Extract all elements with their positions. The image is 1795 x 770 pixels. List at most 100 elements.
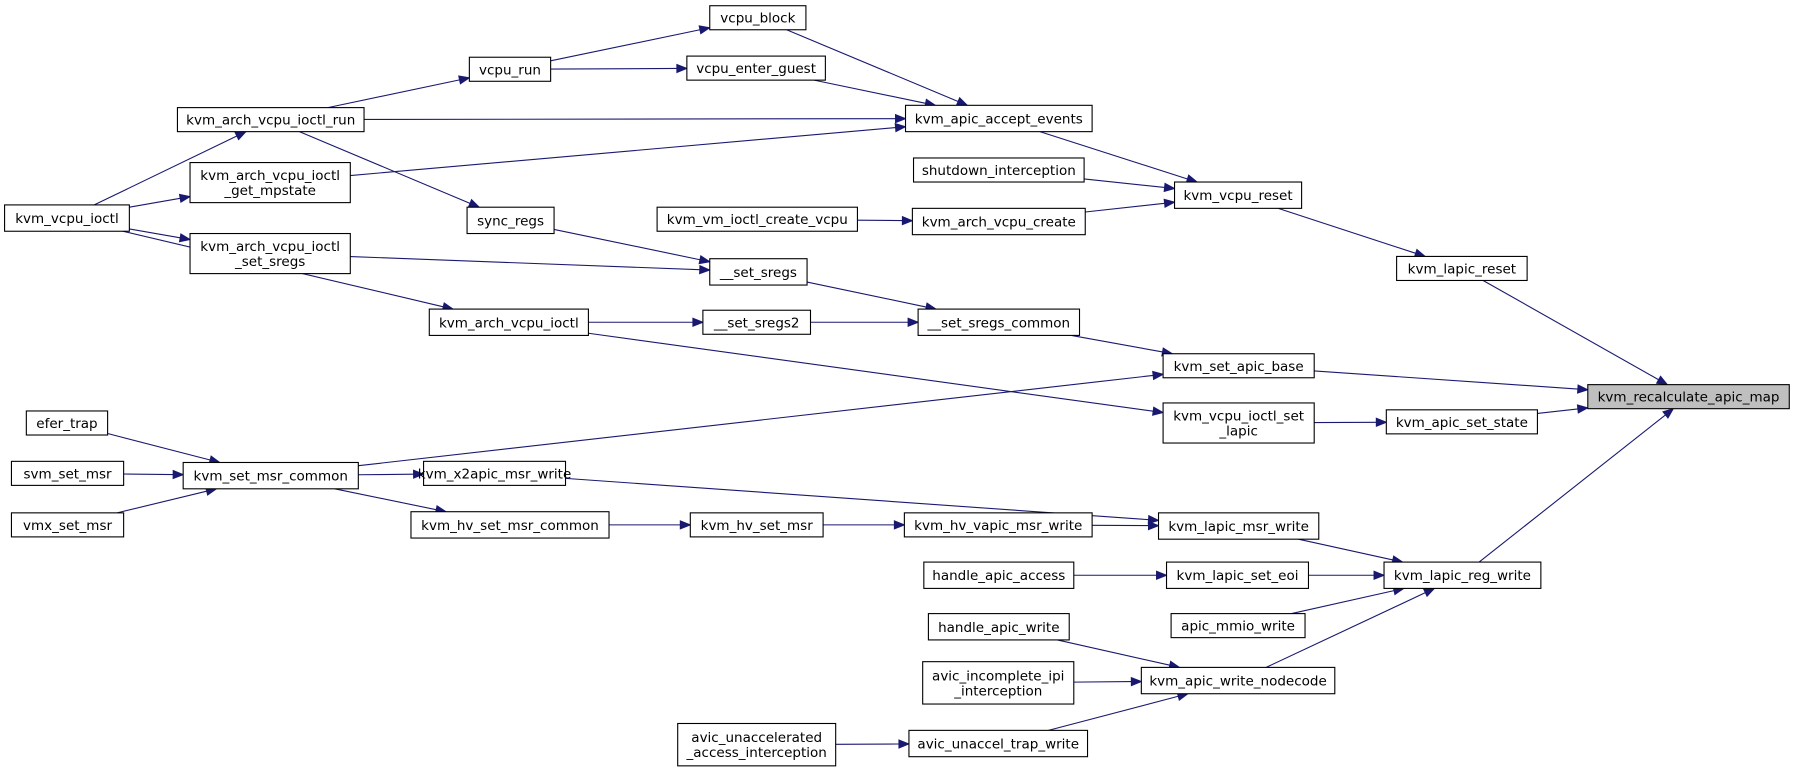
edge-arrowhead — [1373, 570, 1386, 580]
node-set-sregs-common[interactable]: __set_sregs_common — [917, 308, 1081, 336]
node-apic-accept-events[interactable]: kvm_apic_accept_events — [904, 104, 1093, 133]
node-box — [1173, 181, 1303, 209]
node-arch-vcpu-ioctl[interactable]: kvm_arch_vcpu_ioctl — [428, 308, 589, 336]
edge-hv-set-msr-common-to-hv-set-msr — [609, 520, 692, 530]
node-box — [677, 722, 837, 767]
edge-line — [786, 29, 959, 102]
edge-arrowhead — [178, 233, 192, 243]
node-vmx-set-msr[interactable]: vmx_set_msr — [10, 512, 125, 538]
edge-arrowhead — [679, 520, 692, 530]
node-vcpu-reset[interactable]: kvm_vcpu_reset — [1173, 181, 1303, 209]
node-shutdown-interception[interactable]: shutdown_interception — [912, 157, 1085, 183]
node-label: kvm_arch_vcpu_create — [922, 215, 1076, 231]
node-vcpu-ioctl[interactable]: kvm_vcpu_ioctl — [4, 204, 130, 232]
node-efer-trap[interactable]: efer_trap — [25, 410, 109, 436]
node-lapic-msr-write[interactable]: kvm_lapic_msr_write — [1157, 512, 1320, 540]
node-handle-apic-write[interactable]: handle_apic_write — [927, 613, 1070, 641]
edge-line — [1478, 414, 1666, 563]
node-vcpu-enter-guest[interactable]: vcpu_enter_guest — [686, 55, 826, 81]
node-label: kvm_set_msr_common — [194, 469, 348, 485]
node-sync-regs[interactable]: sync_regs — [466, 206, 555, 235]
edge-ioctl-run-to-vcpu-run — [327, 75, 471, 109]
node-ioctl-run[interactable]: kvm_arch_vcpu_ioctl_run — [176, 107, 365, 133]
node-lapic-reset[interactable]: kvm_lapic_reset — [1396, 255, 1528, 282]
node-arch-vcpu-create[interactable]: kvm_arch_vcpu_create — [911, 207, 1086, 236]
node-avic-unaccelerated[interactable]: avic_unaccelerated_access_interception — [677, 722, 837, 767]
node-x2apic-msr-write[interactable]: kvm_x2apic_msr_write — [418, 460, 571, 486]
edge-apic-mmio-write-to-lapic-reg-write — [1291, 586, 1406, 615]
node-box — [689, 512, 824, 538]
edge-vcpu-ioctl-to-get-mpstate — [129, 193, 192, 208]
node-label: _set_sregs — [234, 254, 305, 270]
edge-line — [358, 374, 1154, 467]
edge-set-msr-common-to-hv-set-msr-common — [334, 488, 448, 515]
node-svm-set-msr[interactable]: svm_set_msr — [10, 460, 125, 486]
node-label: __set_sregs2 — [713, 315, 800, 331]
node-lapic-set-eoi[interactable]: kvm_lapic_set_eoi — [1165, 561, 1310, 589]
edge-ioctl-run-to-sync-regs — [299, 131, 481, 208]
edge-ioctl-run-to-apic-accept-events — [364, 113, 907, 124]
node-lapic-reg-write[interactable]: kvm_lapic_reg_write — [1383, 561, 1542, 589]
edge-arrowhead — [1147, 520, 1160, 531]
edge-line — [123, 473, 174, 476]
node-hv-set-msr-common[interactable]: kvm_hv_set_msr_common — [410, 511, 610, 539]
node-avic-incomplete-ipi[interactable]: avic_incomplete_ipi_interception — [922, 661, 1075, 705]
node-box — [10, 512, 125, 538]
node-label: avic_incomplete_ipi — [932, 668, 1064, 684]
edge-vm-ioctl-create-vcpu-to-arch-vcpu-create — [857, 215, 914, 226]
node-label: kvm_vm_ioctl_create_vcpu — [667, 212, 848, 228]
node-label: apic_mmio_write — [1181, 619, 1295, 635]
node-hv-vapic-msr-write[interactable]: kvm_hv_vapic_msr_write — [903, 512, 1093, 538]
node-label: kvm_apic_accept_events — [915, 111, 1083, 127]
node-apic-mmio-write[interactable]: apic_mmio_write — [1170, 613, 1306, 639]
edge-vcpu-run-to-vcpu-enter-guest — [550, 63, 689, 74]
node-get-mpstate[interactable]: kvm_arch_vcpu_ioctl_get_mpstate — [189, 162, 351, 204]
node-vm-ioctl-create-vcpu[interactable]: kvm_vm_ioctl_create_vcpu — [656, 206, 858, 232]
edge-lapic-reg-write-to-root — [1478, 407, 1675, 563]
node-label: vcpu_block — [720, 11, 795, 27]
edge-line — [1537, 408, 1578, 414]
edge-line — [1298, 538, 1393, 561]
edge-avic-incomplete-ipi-to-apic-write-nodecode — [1073, 676, 1143, 687]
node-vcpu-run[interactable]: vcpu_run — [468, 56, 552, 82]
edge-set-sregs-to-set-sregs-common — [806, 281, 938, 312]
node-label: shutdown_interception — [922, 163, 1076, 179]
node-set-apic-base[interactable]: kvm_set_apic_base — [1162, 353, 1315, 379]
edge-set-sregs-common-to-set-apic-base — [1071, 334, 1174, 357]
node-set-msr-common[interactable]: kvm_set_msr_common — [182, 461, 359, 490]
node-label: avic_unaccelerated — [691, 730, 822, 746]
edge-line — [1085, 202, 1165, 213]
edge-line — [358, 473, 414, 476]
node-apic-write-nodecode[interactable]: kvm_apic_write_nodecode — [1140, 666, 1336, 695]
edge-arch-vcpu-ioctl-to-vcpu-ioctl-set-lapic — [588, 332, 1165, 416]
edge-line — [1314, 370, 1578, 390]
node-ioctl-set-sregs[interactable]: kvm_arch_vcpu_ioctl_set_sregs — [189, 232, 351, 275]
node-apic-set-state[interactable]: kvm_apic_set_state — [1385, 409, 1538, 435]
edge-arrowhead — [413, 469, 425, 479]
edge-arrowhead — [895, 113, 907, 124]
edge-set-sregs2-to-set-sregs-common — [810, 317, 920, 327]
node-handle-apic-access[interactable]: handle_apic_access — [923, 561, 1075, 589]
edge-arrowhead — [1422, 587, 1436, 598]
edge-ioctl-set-sregs-to-set-sregs — [350, 256, 712, 275]
node-box — [1587, 384, 1790, 410]
node-vcpu-ioctl-set-lapic[interactable]: kvm_vcpu_ioctl_set_lapic — [1162, 402, 1315, 444]
node-avic-unaccel-trap-write[interactable]: avic_unaccel_trap_write — [908, 729, 1089, 758]
edge-arrowhead — [894, 122, 907, 133]
node-vcpu-block[interactable]: vcpu_block — [709, 5, 807, 31]
edge-line — [550, 29, 701, 62]
node-label: __set_sregs_common — [926, 315, 1070, 331]
node-hv-set-msr[interactable]: kvm_hv_set_msr — [689, 512, 824, 538]
edge-arrowhead — [1163, 198, 1176, 209]
node-set-sregs2[interactable]: __set_sregs2 — [702, 309, 812, 335]
node-set-sregs[interactable]: __set_sregs — [709, 258, 808, 286]
node-root[interactable]: kvm_recalculate_apic_map — [1587, 384, 1790, 410]
edge-arch-vcpu-create-to-vcpu-reset — [1085, 198, 1176, 213]
edge-vcpu-ioctl-to-ioctl-run — [93, 131, 248, 206]
node-box — [25, 410, 109, 436]
edge-lapic-msr-write-to-lapic-reg-write — [1298, 538, 1404, 565]
node-label: _get_mpstate — [223, 183, 316, 199]
node-label: kvm_lapic_reset — [1408, 261, 1516, 277]
edge-arrowhead — [1130, 676, 1143, 687]
